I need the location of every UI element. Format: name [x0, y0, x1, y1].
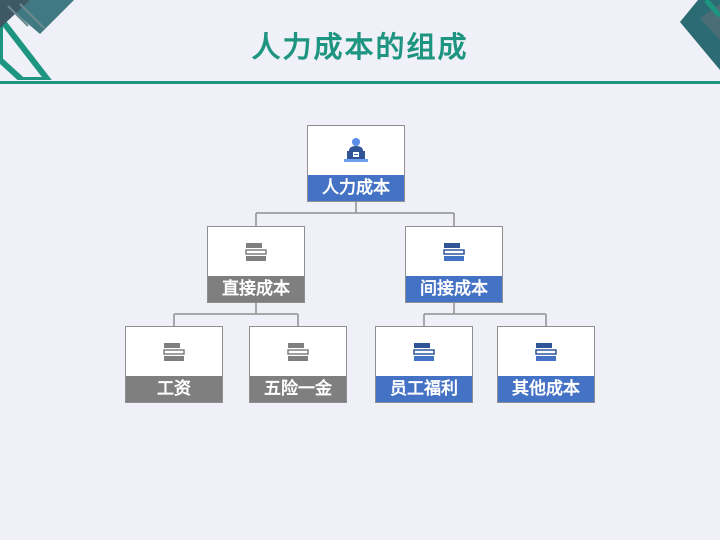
node-other-cost: 其他成本 [497, 326, 595, 403]
book-stack-icon [126, 337, 222, 367]
node-employee-welfare-label: 员工福利 [376, 376, 472, 402]
node-wages-label: 工资 [126, 376, 222, 402]
node-indirect-cost-label: 间接成本 [406, 276, 502, 302]
book-stack-icon [498, 337, 594, 367]
node-employee-welfare: 员工福利 [375, 326, 473, 403]
node-direct-cost-label: 直接成本 [208, 276, 304, 302]
book-stack-icon [208, 237, 304, 267]
node-social-insurance: 五险一金 [249, 326, 347, 403]
node-indirect-cost: 间接成本 [405, 226, 503, 303]
book-stack-icon [250, 337, 346, 367]
corner-decoration-left [0, 0, 74, 80]
node-direct-cost: 直接成本 [207, 226, 305, 303]
node-root: 人力成本 [307, 125, 405, 202]
node-social-insurance-label: 五险一金 [250, 376, 346, 402]
corner-decoration-right [680, 0, 720, 70]
node-root-label: 人力成本 [308, 175, 404, 201]
book-stack-icon [406, 237, 502, 267]
node-wages: 工资 [125, 326, 223, 403]
slide-title: 人力成本的组成 [251, 30, 469, 64]
title-underline [0, 81, 720, 84]
person-at-desk-icon [308, 136, 404, 166]
book-stack-icon [376, 337, 472, 367]
node-other-cost-label: 其他成本 [498, 376, 594, 402]
